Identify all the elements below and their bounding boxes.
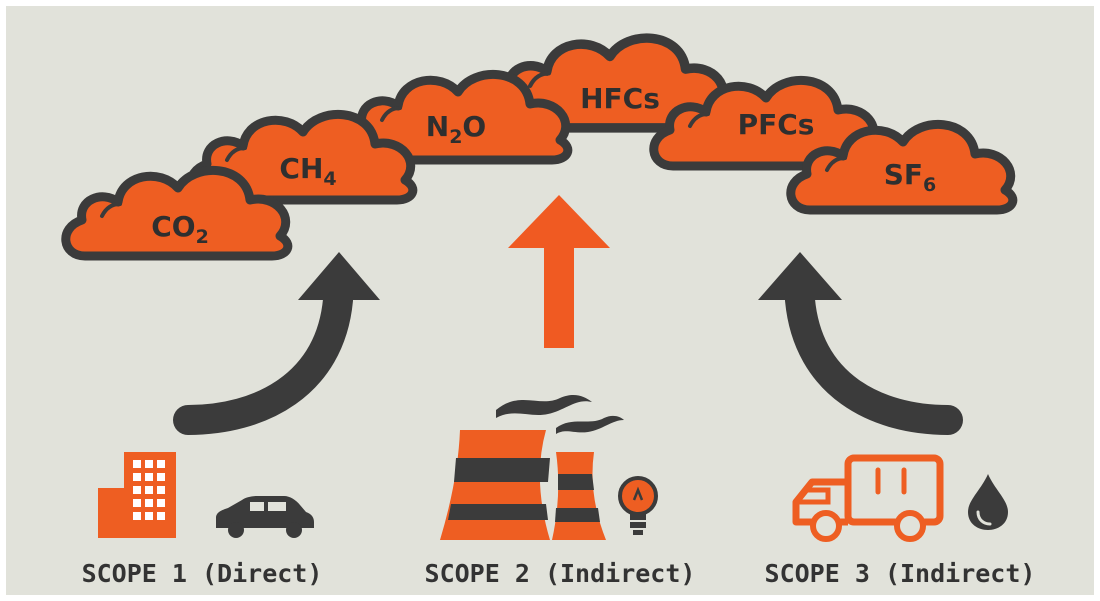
delivery-truck-icon [792, 454, 944, 542]
scope-1-label: SCOPE 1 (Direct) [82, 559, 323, 588]
cloud-hfcs [492, 38, 725, 128]
cloud-sf6 [791, 124, 1013, 210]
gas-label-n2o: N2O [426, 110, 486, 148]
scope-2-label: SCOPE 2 (Indirect) [425, 559, 696, 588]
scope-3-label: SCOPE 3 (Indirect) [765, 559, 1036, 588]
cloud-n2o [346, 74, 568, 160]
gas-label-pfcs: PFCs [738, 108, 815, 141]
gas-label-ch4: CH4 [279, 152, 336, 190]
gas-label-co2: CO2 [151, 210, 209, 248]
light-bulb-icon [618, 476, 658, 535]
scope-3-arrow [758, 252, 963, 435]
gas-clouds [66, 38, 1013, 256]
gas-label-hfcs: HFCs [580, 82, 660, 115]
gas-label-sf6: SF6 [884, 158, 937, 196]
oil-drop-icon [968, 474, 1008, 530]
scope-1-arrow [173, 252, 380, 435]
cloud-pfcs [654, 80, 876, 166]
power-plant-icon [440, 395, 624, 540]
scope-2-arrow [508, 195, 610, 348]
car-icon [216, 496, 314, 538]
cloud-co2 [66, 170, 288, 256]
cloud-ch4 [191, 114, 413, 200]
office-building-icon [98, 452, 176, 538]
